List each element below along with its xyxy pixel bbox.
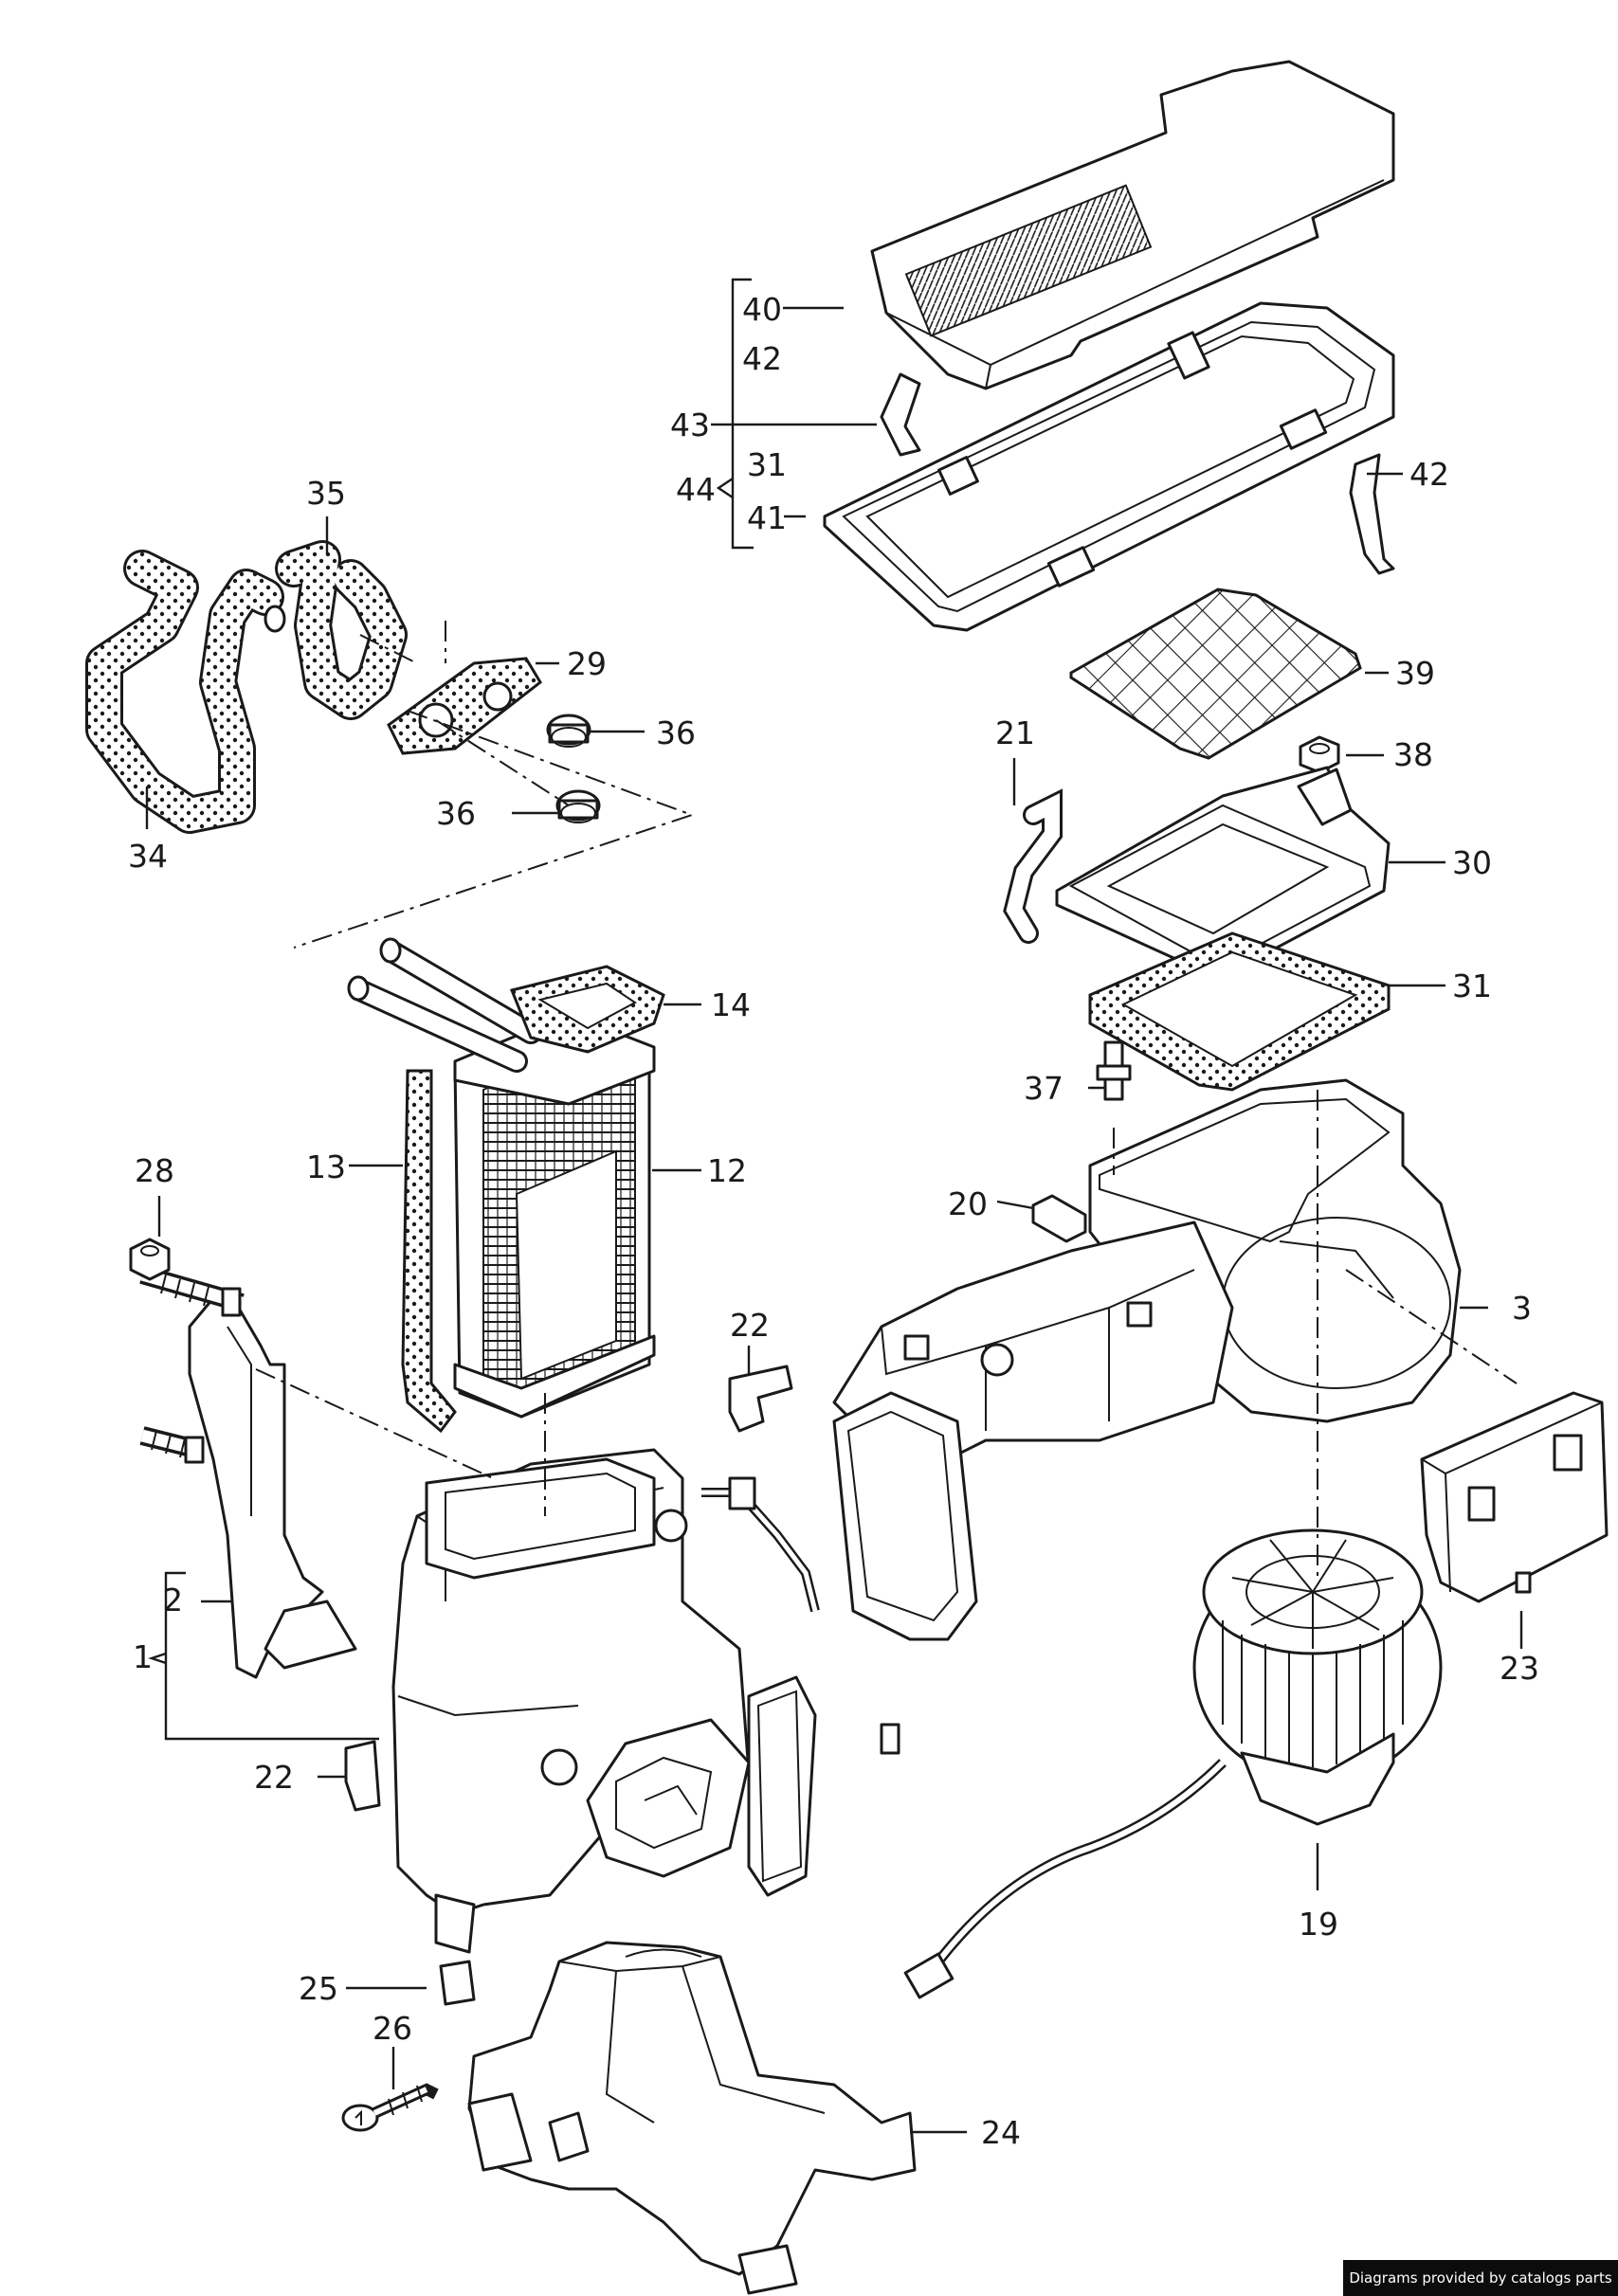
floor-duct-part [467,1941,917,2295]
label-42-left: 42 [742,340,782,377]
label-22-upper: 22 [730,1307,770,1344]
label-21: 21 [995,714,1035,751]
label-14: 14 [711,986,751,1023]
nut-28-part [129,1238,171,1281]
label-37: 37 [1024,1070,1064,1107]
label-31-upper: 31 [747,446,787,483]
series-resistor-part [1420,1391,1609,1603]
grommet-29-part [387,657,542,755]
grouping-brackets [148,278,754,1741]
clip-22-upper-part [728,1365,793,1433]
filter-cover-part [870,60,1395,390]
label-23: 23 [1500,1650,1539,1687]
label-38: 38 [1393,736,1433,773]
label-44: 44 [676,471,716,508]
label-34: 34 [128,838,168,875]
gasket-31-part [1088,931,1391,1092]
label-25: 25 [299,1970,338,2007]
label-39: 39 [1395,655,1435,692]
label-35: 35 [306,475,346,512]
clamp-36-upper-part [546,714,591,748]
blower-motor-part [903,1528,1443,1999]
label-3: 3 [1512,1290,1532,1327]
label-36-lower: 36 [436,795,476,832]
label-19: 19 [1299,1906,1338,1943]
heater-pipes-part [347,937,542,1073]
drain-fitting-37-part [1096,1040,1132,1101]
clip-20-part [1031,1194,1087,1243]
label-40: 40 [742,291,782,328]
clip-22-lower-part [344,1740,381,1812]
clamp-36-lower-part [555,789,601,823]
label-43: 43 [670,407,710,443]
label-29: 29 [567,645,607,682]
hose-35-part [264,540,408,720]
label-1: 1 [133,1638,153,1675]
mounting-bracket-2-part [139,1265,357,1679]
label-31-lower: 31 [1452,967,1492,1004]
label-26: 26 [373,2010,412,2047]
air-duct-cover-part [1055,766,1391,978]
label-41: 41 [747,499,787,536]
credit-text: Diagrams provided by catalogs parts [1349,2269,1612,2287]
label-30: 30 [1452,844,1492,881]
label-20: 20 [948,1185,988,1222]
screw-26-part [341,2083,439,2132]
foam-strip-13-part [401,1069,457,1434]
nut-38-part [1299,735,1340,774]
seal-14-part [509,965,665,1054]
heater-housing-part [391,1448,900,1954]
label-2: 2 [163,1582,183,1618]
heater-core-part [453,1012,656,1419]
mesh-screen-part [1069,588,1362,760]
clip-25-part [439,1960,476,2006]
hose-34-part [85,550,284,834]
credit-footer: Diagrams provided by catalogs parts [1343,2260,1618,2296]
filter-frame-part [823,301,1395,632]
label-12: 12 [707,1152,747,1189]
air-distribution-duct-part [832,1220,1234,1641]
hose-21-part [1003,788,1063,944]
label-22-lower: 22 [254,1759,294,1796]
part-number-labels: 40 42 43 31 44 41 42 35 29 36 36 34 39 3… [128,291,1539,2151]
label-13: 13 [306,1148,346,1185]
label-24: 24 [981,2114,1021,2151]
label-36-upper: 36 [656,714,696,751]
label-28: 28 [135,1152,174,1189]
label-42-right: 42 [1409,456,1449,493]
leader-lines [145,306,1523,2134]
assembly-lines [255,621,1518,1578]
